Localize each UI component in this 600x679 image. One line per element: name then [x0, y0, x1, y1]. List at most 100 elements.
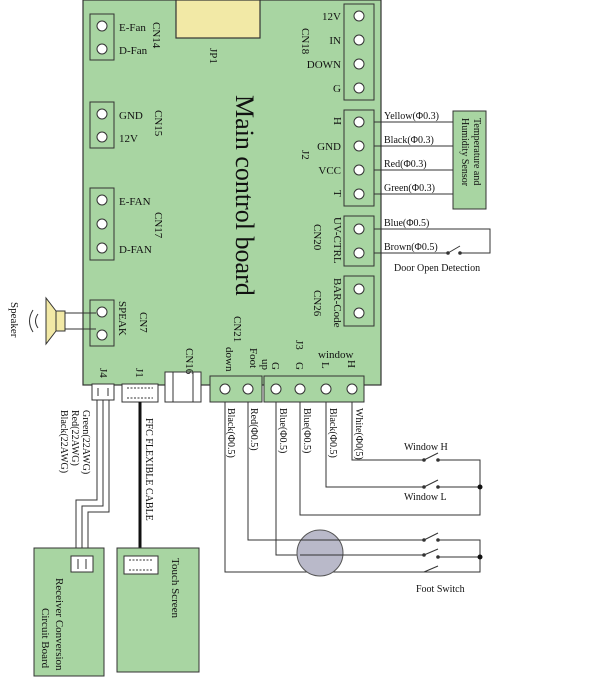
sound-wave-icon — [29, 309, 34, 333]
cn15-label: CN15 — [152, 110, 164, 137]
cn21-down-label: down — [223, 347, 235, 372]
switch-contact — [436, 555, 440, 559]
cn20-pin — [353, 247, 365, 259]
sensor-label-line2: Humidity Sensor — [459, 118, 470, 187]
cn20-uv-label: UV-CTRL — [331, 217, 343, 264]
cn26-pin — [353, 283, 365, 295]
receiver-label-line2: Circuit Board — [39, 608, 51, 669]
cn7-speak-label: SPEAK — [116, 301, 128, 336]
cn14-pin-label: D-Fan — [119, 45, 148, 57]
cn21-foot-label: Foot — [247, 348, 259, 368]
j2-pin — [353, 116, 365, 128]
wire-label: Blue(Φ0.5) — [301, 408, 312, 453]
wire-label: Black(Φ0.3) — [384, 135, 434, 146]
wire-j4-red — [81, 400, 104, 556]
receiver-connector — [70, 555, 94, 573]
wire-label: Blue(Φ0.5) — [384, 218, 429, 229]
cn7-label: CN7 — [137, 312, 149, 333]
wire-label: Green(22AWG) — [80, 410, 91, 474]
cn7-pin — [96, 329, 108, 341]
j3-window-label: window — [318, 349, 354, 361]
main-board — [82, 0, 382, 386]
junction-dot — [477, 484, 483, 490]
foot-switch-label: Foot Switch — [416, 584, 465, 595]
j2-label: J2 — [299, 150, 311, 160]
j3-pin-label: L — [319, 362, 331, 369]
wire-red-foot-up — [247, 402, 300, 541]
touch-screen-connector — [123, 555, 159, 575]
door-detection-label: Door Open Detection — [394, 263, 480, 274]
cn14-label: CN14 — [150, 22, 162, 49]
window-l-switch-icon — [423, 479, 439, 488]
sensor-label-line1: Temperature and — [471, 118, 482, 185]
j2-pin-label: VCC — [318, 165, 341, 177]
j1-connector — [121, 383, 159, 403]
cn18-pin-label: 12V — [322, 11, 341, 23]
cn18-pin — [353, 58, 365, 70]
board-title: Main control board — [230, 95, 259, 296]
cn14-pin — [96, 20, 108, 32]
cn14-pin — [96, 43, 108, 55]
window-h-label: Window H — [404, 442, 448, 453]
foot-up-switch-icon — [423, 532, 439, 541]
j3-pin — [320, 383, 332, 395]
j3-pin-label: G — [269, 362, 281, 370]
wire-label: Black(22AWG) — [58, 410, 69, 473]
cn20-label: CN20 — [311, 224, 323, 251]
cn18-pin-label: G — [333, 83, 341, 95]
wire-label: Red(22AWG) — [69, 410, 80, 466]
cn18-label: CN18 — [299, 28, 311, 55]
switch-contact — [436, 485, 440, 489]
cn15-pin — [96, 131, 108, 143]
cn15-pin-label: GND — [119, 110, 143, 122]
cn14-pin-label: E-Fan — [119, 22, 146, 34]
door-switch-icon — [447, 245, 461, 254]
wire-label: Red(Φ0.5) — [248, 408, 259, 451]
cn21-pin — [219, 383, 231, 395]
switch-contact — [422, 485, 426, 489]
cn17-pin — [96, 218, 108, 230]
j2-pin-label: GND — [317, 141, 341, 153]
wire-blue-j3-g1 — [275, 402, 300, 556]
wire-label: Yellow(Φ0.3) — [384, 111, 439, 122]
cn21-label: CN21 — [231, 316, 243, 342]
cn18-pin — [353, 10, 365, 22]
switch-contact — [446, 251, 450, 255]
junction-dot — [477, 554, 483, 560]
wire-foot-up-return — [438, 539, 481, 557]
wire-black-foot-down — [224, 402, 481, 573]
jp1-label: JP1 — [207, 48, 219, 64]
j2-pin — [353, 164, 365, 176]
wire-label: Red(Φ0.3) — [384, 159, 427, 170]
wire-j4-black — [87, 400, 110, 556]
wire-label: Green(Φ0.3) — [384, 183, 435, 194]
humidity-sensor — [452, 110, 487, 210]
cn26-label: CN26 — [311, 290, 323, 317]
cn18-pin-label: DOWN — [307, 59, 341, 71]
cn18-pin — [353, 34, 365, 46]
switch-contact — [422, 538, 426, 542]
wire-label: Brown(Φ0.5) — [384, 242, 438, 253]
foot-down-switch-icon — [423, 548, 439, 556]
cn15-pin — [96, 108, 108, 120]
j4-connector — [91, 383, 115, 401]
cn26-barcode-label: BAR-Code — [331, 278, 343, 328]
switch-contact — [436, 538, 440, 542]
switch-contact — [436, 458, 440, 462]
wire-j4-green — [75, 400, 98, 556]
speaker-icon — [55, 310, 66, 332]
cn21-pin — [242, 383, 254, 395]
speaker-label: Speaker — [8, 302, 20, 338]
j3-pin — [270, 383, 282, 395]
window-h-switch-icon — [423, 452, 439, 461]
wire-blue-j3-g2 — [299, 402, 481, 516]
j3-pin-label: H — [345, 360, 357, 368]
wire-label: Black(Φ0.5) — [225, 408, 236, 458]
window-l-label: Window L — [404, 492, 447, 503]
j3-label: J3 — [293, 340, 305, 350]
wire-blue-door — [374, 228, 491, 254]
j2-pin-label: H — [331, 117, 343, 125]
wire-white-window-h — [351, 402, 424, 461]
cn18-pin — [353, 82, 365, 94]
cn16-connector — [164, 371, 202, 403]
